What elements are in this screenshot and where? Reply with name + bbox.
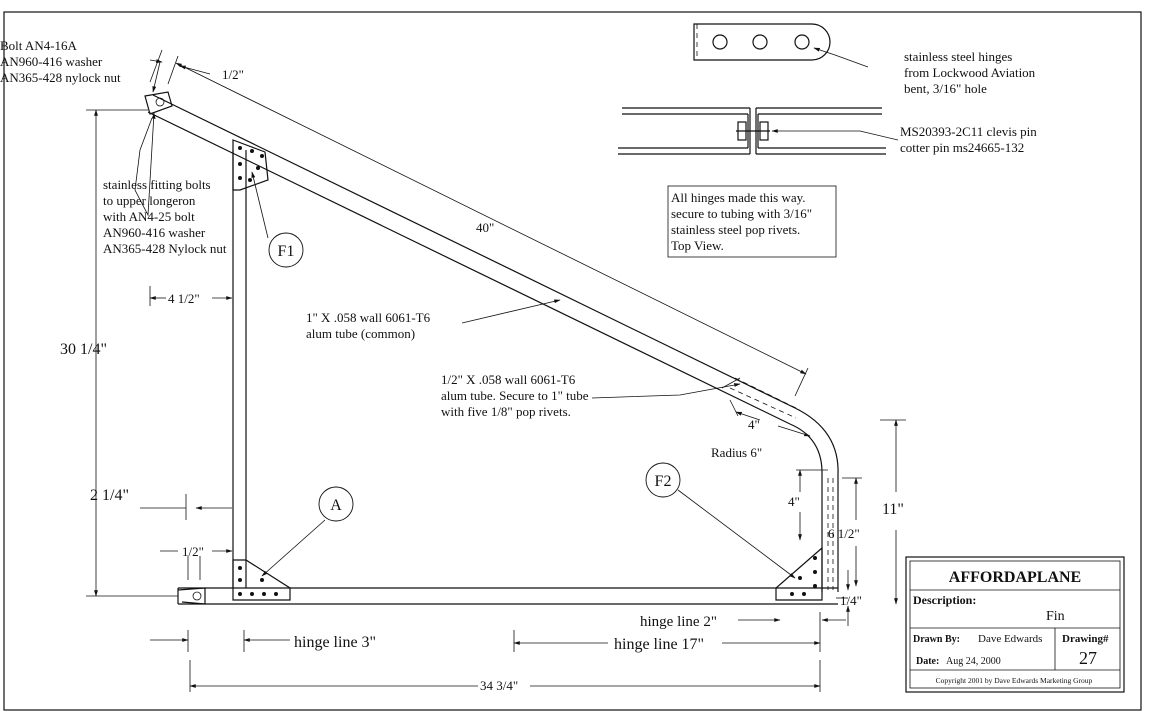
dim-eleven: 11" — [882, 501, 904, 518]
title-drawing-label: Drawing# — [1062, 633, 1109, 645]
radius-bend-outer — [794, 407, 839, 476]
title-company: AFFORDAPLANE — [949, 569, 1081, 586]
title-drawn-by-value: Dave Edwards — [978, 633, 1042, 645]
title-description-label: Description: — [913, 593, 976, 607]
bottom-bolt-hole — [192, 591, 202, 601]
dim-hinge-line-17: hinge line 17" — [614, 636, 704, 653]
radius-bend-inner — [789, 423, 823, 476]
dim-four-top: 4" — [748, 417, 760, 432]
dim-forty: 40" — [476, 220, 494, 235]
dim-hinge-line-3: hinge line 3" — [294, 634, 376, 651]
half-tube-line-3: with five 1/8" pop rivets. — [441, 404, 571, 419]
dim-half-top: 1/2" — [222, 67, 244, 82]
top-bolt-line-1: Bolt AN4-16A — [0, 38, 78, 53]
note-line-2: secure to tubing with 3/16" — [671, 206, 812, 221]
gusset-f1 — [232, 139, 269, 191]
inner-tube-diag-dash — [734, 377, 801, 411]
top-fitting — [144, 91, 173, 115]
a-bubble — [318, 486, 354, 522]
common-tube-line-1: 1" X .058 wall 6061-T6 — [306, 310, 431, 325]
top-bolt-line-2: AN960-416 washer — [0, 54, 103, 69]
dim-half-left: 1/2" — [182, 544, 204, 559]
inner-tube-diag-dash-b — [729, 387, 797, 419]
fitting-bolts-line-5: AN365-428 Nylock nut — [103, 241, 227, 256]
dim-quarter: 1/4" — [840, 593, 862, 608]
note-line-3: stainless steel pop rivets. — [671, 222, 800, 237]
a-label: A — [330, 497, 342, 514]
fitting-bolts-line-1: stainless fitting bolts — [103, 177, 211, 192]
radius-label: Radius 6" — [711, 445, 762, 460]
title-drawing-number: 27 — [1079, 648, 1097, 668]
title-date-label: Date: — [916, 656, 939, 667]
f1-label: F1 — [278, 243, 295, 260]
half-tube-line-1: 1/2" X .058 wall 6061-T6 — [441, 372, 576, 387]
dimension-lines — [86, 49, 906, 692]
f2-bubble — [645, 462, 681, 498]
fitting-bolts-line-3: with AN4-25 bolt — [103, 209, 195, 224]
gusset-f2 — [775, 546, 823, 601]
note-line-4: Top View. — [671, 238, 724, 253]
sheet-border — [3, 11, 1142, 711]
note-line-1: All hinges made this way. — [671, 190, 806, 205]
dim-two-quarter: 2 1/4" — [90, 487, 129, 504]
dim-hinge-line-2: hinge line 2" — [640, 614, 717, 630]
title-description-value: Fin — [1046, 609, 1065, 624]
gusset-a — [232, 559, 291, 601]
fitting-bolts-line-4: AN960-416 washer — [103, 225, 206, 240]
leader-lines — [134, 47, 899, 579]
f1-bubble — [268, 232, 304, 268]
dim-total-width: 34 3/4" — [480, 678, 518, 693]
dim-four-right: 4" — [788, 494, 800, 509]
hinges-line-2: from Lockwood Aviation — [904, 65, 1036, 80]
title-copyright: Copyright 2001 by Dave Edwards Marketing… — [936, 676, 1093, 685]
dim-six-half: 6 1/2" — [828, 526, 860, 541]
half-tube-line-2: alum tube. Secure to 1" tube — [441, 388, 589, 403]
common-tube-line-2: alum tube (common) — [306, 326, 415, 341]
title-drawn-by-label: Drawn By: — [913, 634, 960, 645]
clevis-line-1: MS20393-2C11 clevis pin — [900, 124, 1037, 139]
top-bolt-line-3: AN365-428 nylock nut — [0, 70, 121, 85]
title-block: AFFORDAPLANE Description: Fin Drawn By: … — [905, 556, 1125, 693]
bottom-tube-fitting — [177, 587, 206, 605]
dim-thirty-quarter: 30 1/4" — [60, 341, 107, 358]
fin-frame — [144, 91, 839, 605]
hinges-line-3: bent, 3/16" hole — [904, 81, 987, 96]
hinges-line-1: stainless steel hinges — [904, 49, 1012, 64]
title-date-value: Aug 24, 2000 — [946, 656, 1001, 667]
top-bolt-hole — [155, 97, 165, 107]
clevis-line-2: cotter pin ms24665-132 — [900, 140, 1024, 155]
dim-four-half: 4 1/2" — [168, 291, 200, 306]
f2-label: F2 — [655, 473, 672, 490]
fitting-bolts-line-2: to upper longeron — [103, 193, 196, 208]
hinge-plate-detail — [693, 23, 831, 61]
